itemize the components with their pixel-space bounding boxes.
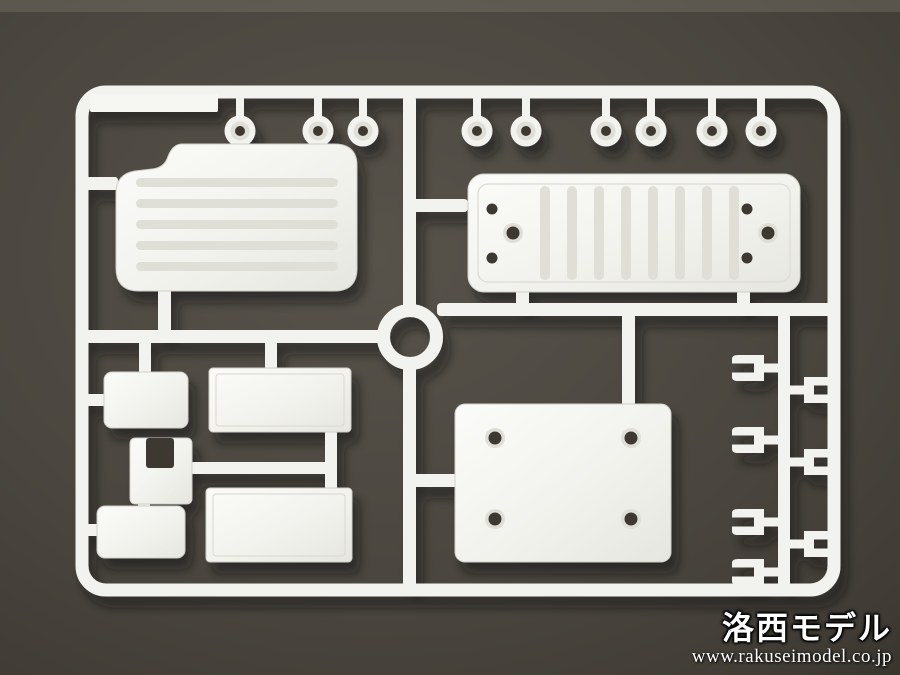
washer-part [347,115,379,147]
washer-part [696,115,728,147]
rect-plate-1 [208,367,352,433]
small-plate-2 [96,505,186,559]
washer-part [224,115,256,147]
plastic-sprue [75,85,841,597]
washer-group-right [461,96,777,147]
washer-part [461,115,493,147]
ribbed-panel-right [467,173,801,293]
center-ring-part [377,304,443,370]
rect-plate-2 [205,487,353,563]
washer-part [745,115,777,147]
table-edge-strip [0,0,900,12]
washer-part [590,115,622,147]
base-plate-lower-right [454,403,672,563]
washer-part [302,115,334,147]
small-plate-1 [103,371,189,429]
sprue-label-tab [90,94,218,112]
sprue-frame [75,85,841,597]
washer-part [635,115,667,147]
ribbed-panel-left [115,143,358,292]
bracket-part [129,437,193,505]
washer-part [510,115,542,147]
washer-group-left [224,96,379,147]
runners [84,96,834,592]
plate-group-lower-left [96,367,353,563]
